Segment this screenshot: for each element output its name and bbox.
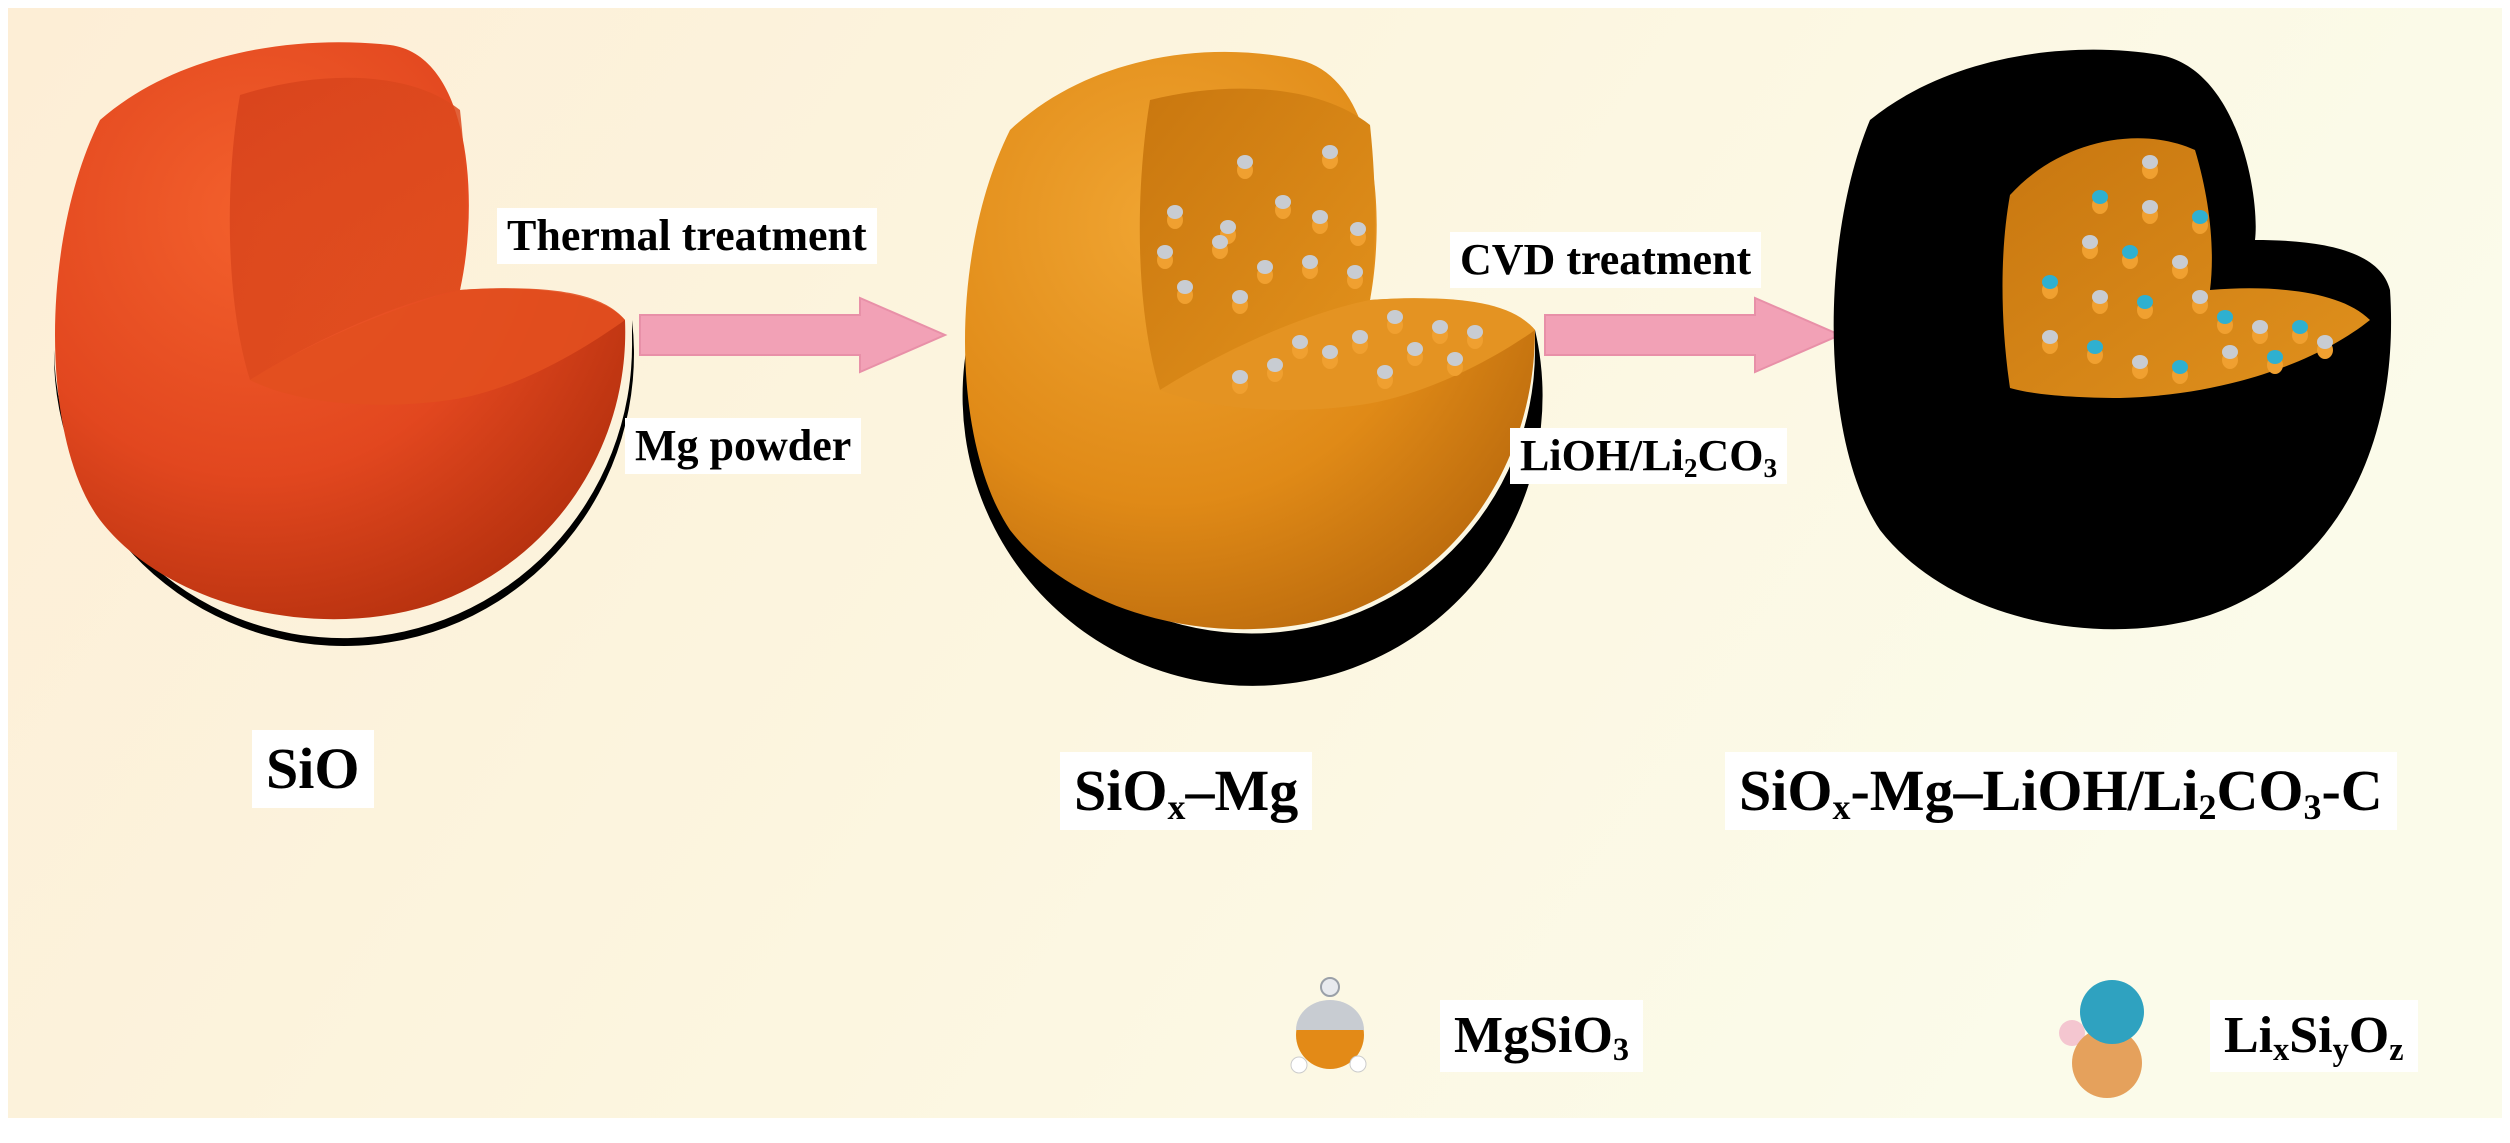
mgsio3-dot: [2172, 255, 2188, 279]
step1-bottom-label: Mg powder: [625, 418, 862, 474]
mgsio3-dot: [2317, 335, 2333, 359]
sio-particle: [53, 42, 634, 647]
lixsiyoz-dot: [2192, 210, 2208, 234]
mgsio3-dot: [1232, 290, 1248, 314]
mgsio3-dot: [1447, 352, 1463, 376]
mgsio3-dot: [1322, 345, 1338, 369]
mgsio3-dot: [1267, 358, 1283, 382]
mgsio3-dot: [1322, 145, 1338, 169]
lixsiyoz-dot: [2137, 295, 2153, 319]
mgsio3-dot: [2252, 320, 2268, 344]
lixsiyoz-dot: [2087, 340, 2103, 364]
legend-mgsio3-label: MgSiO3: [1440, 1000, 1644, 1072]
lixsiyoz-dot: [2267, 350, 2283, 374]
mgsio3-dots-layer: [1157, 145, 1483, 394]
mgsio3-dot: [2192, 290, 2208, 314]
mgsio3-dot: [1347, 265, 1363, 289]
mgsio3-dot: [1275, 195, 1291, 219]
mgsio3-dot: [2132, 355, 2148, 379]
arrow-2: [1544, 296, 1843, 374]
lixsiyoz-dot: [2217, 310, 2233, 334]
mgsio3-dot: [2142, 155, 2158, 179]
lixsiyoz-dot: [2042, 275, 2058, 299]
mgsio3-dot: [1167, 205, 1183, 229]
mgsio3-dot: [1312, 210, 1328, 234]
mgsio3-dot: [1407, 342, 1423, 366]
product1-label: SiO: [252, 730, 374, 808]
mgsio3-dot: [1292, 335, 1308, 359]
lixsiyoz-dot: [2172, 360, 2188, 384]
lixsiyoz-dot: [2292, 320, 2308, 344]
lixsiyoz-particle-icon: [2059, 980, 2144, 1098]
mgsio3-dot: [1157, 245, 1173, 269]
mgsio3-dot: [2082, 235, 2098, 259]
step2-top-label: CVD treatment: [1450, 232, 1762, 288]
legend-lixsiyoz-label: LixSiyOz: [2210, 1000, 2418, 1072]
lixsiyoz-dot: [2122, 245, 2138, 269]
mgsio3-dot: [2042, 330, 2058, 354]
mgsio3-dot: [1177, 280, 1193, 304]
mgsio3-dot: [1350, 222, 1366, 246]
mgsio3-dot: [1212, 235, 1228, 259]
lixsiyoz-dot: [2092, 190, 2108, 214]
step1-top-label: Thermal treatment: [497, 208, 877, 264]
product3-label: SiOx-Mg–LiOH/Li2CO3-C: [1725, 752, 2397, 830]
mgsio3-dot: [2092, 290, 2108, 314]
mgsio3-dot: [1467, 325, 1483, 349]
mgsio3-particle-icon: [1290, 977, 1367, 1074]
mgsio3-dot: [1257, 260, 1273, 284]
lixsiyoz-dots-layer: [2042, 155, 2333, 384]
mgsio3-dot: [1352, 330, 1368, 354]
arrow-1: [639, 296, 948, 374]
mgsio3-dot: [1302, 255, 1318, 279]
mgsio3-dot: [2142, 200, 2158, 224]
mgsio3-dot: [2222, 345, 2238, 369]
mgsio3-dot: [1237, 155, 1253, 179]
product2-label: SiOx–Mg: [1060, 752, 1313, 830]
mgsio3-dot: [1432, 320, 1448, 344]
step2-bottom-label: LiOH/Li2CO3: [1510, 428, 1788, 484]
mgsio3-dot: [1377, 365, 1393, 389]
mgsio3-dot: [1232, 370, 1248, 394]
mgsio3-dot: [1387, 310, 1403, 334]
